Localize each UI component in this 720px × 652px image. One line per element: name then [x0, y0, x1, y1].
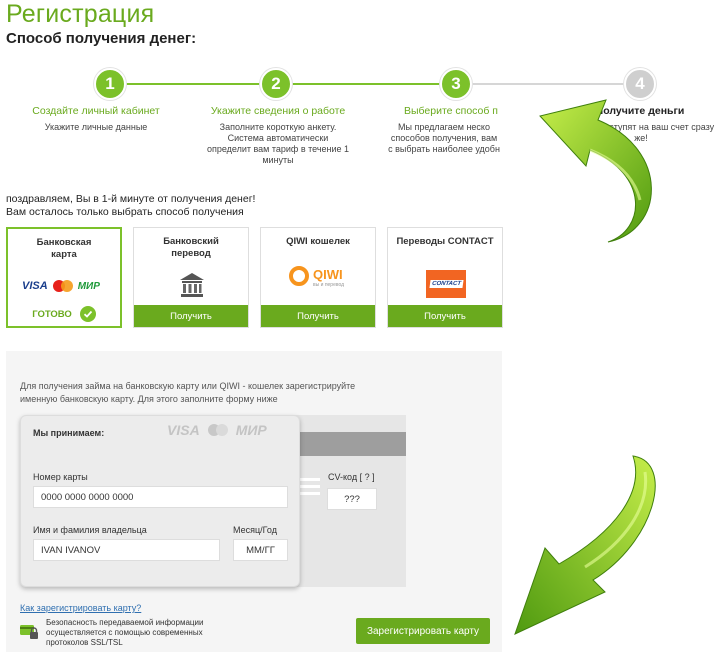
method-card-bank-transfer[interactable]: Банковский перевод Получить: [133, 227, 249, 328]
card-number-input[interactable]: 0000 0000 0000 0000: [33, 486, 288, 508]
form-hint: Для получения займа на банковскую карту …: [20, 381, 356, 404]
register-card-button[interactable]: Зарегистрировать карту: [356, 618, 490, 644]
stepper-remaining-line: [456, 83, 640, 85]
qiwi-circle-icon: [289, 266, 309, 286]
qiwi-wordmark: QIWI: [313, 267, 343, 282]
method-get-button-bank-transfer[interactable]: Получить: [134, 305, 248, 327]
cvv-label-text: CV-код: [328, 472, 358, 482]
page-title: Регистрация: [6, 0, 155, 28]
curved-arrow-down-icon: [514, 455, 656, 635]
method-card-contact[interactable]: Переводы CONTACT CONTACT Получить: [387, 227, 503, 328]
method-get-button-contact[interactable]: Получить: [388, 305, 502, 327]
method-get-button-qiwi[interactable]: Получить: [261, 305, 375, 327]
page-subtitle: Способ получения денег:: [6, 30, 197, 47]
holder-name-label: Имя и фамилия владельца: [33, 525, 147, 535]
method-label-qiwi: QIWI кошелек: [286, 236, 350, 247]
card-front: Мы принимаем: VISA МИР Номер карты 0000 …: [20, 415, 300, 587]
qiwi-tagline: вы и перевод: [313, 282, 345, 288]
congrats-line-2: Вам осталось только выбрать способ получ…: [6, 206, 244, 218]
method-done-button[interactable]: ГОТОВО: [8, 302, 120, 326]
method-card-bank-card[interactable]: Банковская карта VISA МИР ГОТОВО: [6, 227, 122, 328]
step-4-title: Получите деньги: [595, 105, 685, 117]
congrats-message: поздравляем, Вы в 1-й минуте от получени…: [6, 193, 255, 219]
step-2-title: Укажите сведения о работе: [210, 105, 346, 117]
step-1-title: Создайте личный кабинет: [32, 105, 160, 117]
step-1-desc: Укажите личные данные: [44, 122, 148, 132]
cvv-input[interactable]: ???: [327, 488, 377, 510]
mastercard-icon: [52, 280, 73, 292]
check-icon: [79, 306, 96, 322]
visa-logo: VISA: [22, 280, 48, 292]
step-2-desc: Заполните короткую анкету. Система автом…: [206, 122, 350, 165]
contact-wordmark: CONTACT: [428, 280, 463, 288]
mastercard-gray-icon: [207, 424, 228, 436]
step-3-title: Выберите способ п: [403, 105, 498, 117]
step-4-circle: 4: [624, 68, 656, 100]
accepted-card-logos: VISA МИР: [167, 422, 267, 438]
visa-logo-gray: VISA: [167, 422, 200, 438]
mir-logo: МИР: [77, 280, 100, 292]
method-done-label: ГОТОВО: [32, 308, 72, 320]
step-4-desc: Деньги поступят на ваш счет сразу же!: [567, 122, 715, 143]
card-signature-lines: [300, 478, 320, 504]
cvv-label: CV-код [ ? ]: [328, 472, 375, 482]
expiry-input[interactable]: ММ/ГГ: [233, 539, 288, 561]
step-1-circle: 1: [94, 68, 126, 100]
mir-logo-gray: МИР: [235, 422, 267, 438]
holder-name-input[interactable]: IVAN IVANOV: [33, 539, 220, 561]
method-label-bank-card: Банковская карта: [36, 237, 92, 260]
method-card-qiwi[interactable]: QIWI кошелек QIWI вы и перевод Получить: [260, 227, 376, 328]
card-brand-logos: VISA МИР: [22, 279, 112, 293]
method-label-contact: Переводы CONTACT: [396, 236, 494, 247]
secure-card-icon: [20, 624, 40, 645]
step-3-circle: 3: [440, 68, 472, 100]
card-number-label: Номер карты: [33, 472, 88, 482]
expiry-label: Месяц/Год: [233, 525, 277, 535]
step-3-desc: Мы предлагаем неско способов получения, …: [388, 122, 500, 154]
security-notice: Безопасность передаваемой информации осу…: [46, 618, 204, 647]
method-label-bank-transfer: Банковский перевод: [163, 236, 219, 259]
congrats-line-1: поздравляем, Вы в 1-й минуте от получени…: [6, 193, 256, 205]
step-2-circle: 2: [260, 68, 292, 100]
card-magnetic-stripe: [282, 432, 406, 456]
bank-building-icon: [179, 272, 205, 303]
how-to-register-link[interactable]: Как зарегистрировать карту?: [20, 603, 142, 613]
contact-logo: CONTACT: [426, 270, 466, 298]
qiwi-logo: QIWI вы и перевод: [289, 264, 349, 290]
cvv-help-link[interactable]: [ ? ]: [359, 472, 375, 482]
we-accept-label: Мы принимаем:: [33, 428, 105, 438]
